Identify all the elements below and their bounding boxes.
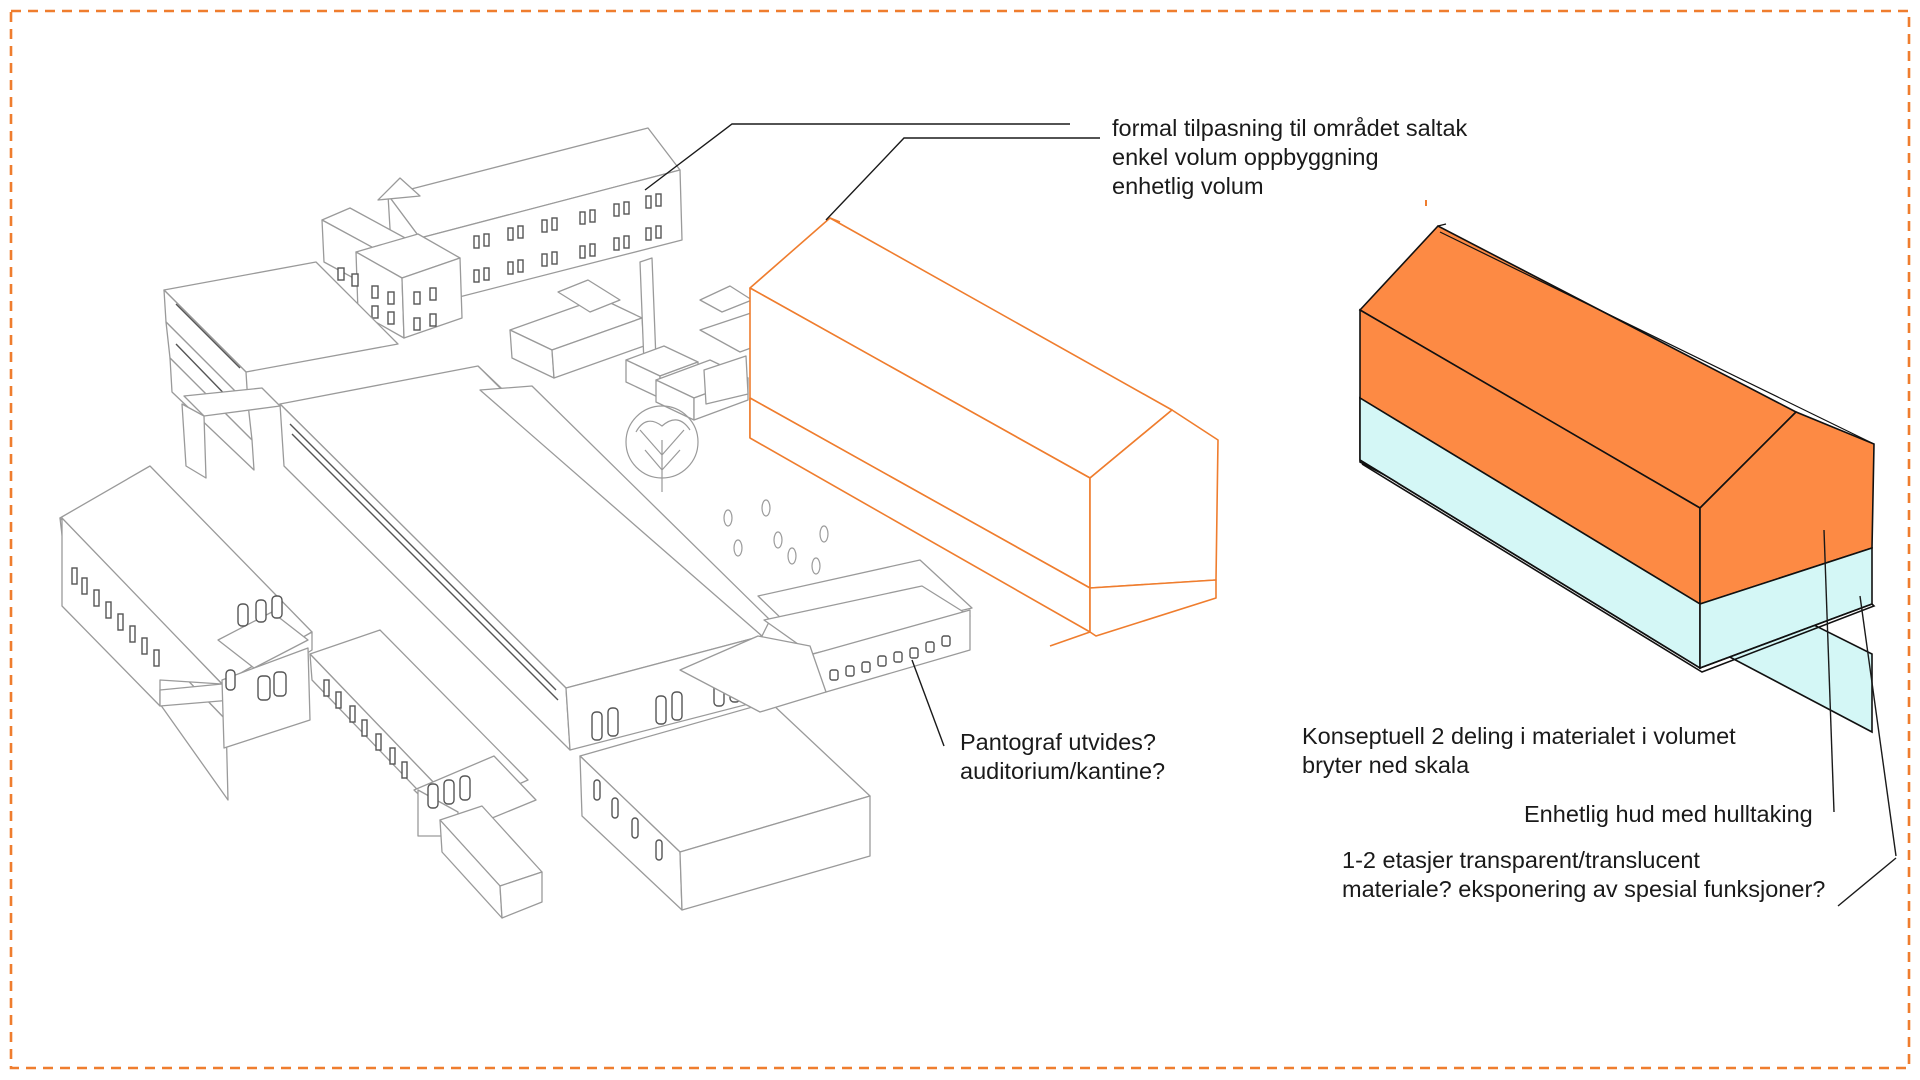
left-gabled-hall [59,465,313,801]
lower-wing [309,629,537,837]
annotation-skin: Enhetlig hud med hulltaking [1524,800,1813,829]
leader-lines [644,123,1897,907]
annotation-pantograf-line-2: auditorium/kantine? [960,758,1166,784]
context-buildings [59,127,973,919]
pantograf-wing [679,559,973,713]
annotation-pantograf-line-1: Pantograf utvides? [960,729,1156,755]
annotation-roof-line-2: enkel volum oppbyggning [1112,144,1379,170]
dashed-frame [9,9,1911,1070]
annotation-split: Konseptuell 2 deling i materialet i volu… [1302,722,1736,780]
annotation-floors-line-1: 1-2 etasjer transparent/translucent [1342,847,1700,873]
annotation-floors: 1-2 etasjer transparent/translucent mate… [1342,846,1825,904]
orange-gable [1699,411,1875,606]
annotation-roof: formal tilpasning til området saltak enk… [1112,114,1467,201]
main-hall [279,365,771,751]
annotation-roof-line-1: formal tilpasning til området saltak [1112,115,1468,141]
annotation-pantograf: Pantograf utvides? auditorium/kantine? [960,728,1165,786]
concept-model [1358,200,1876,734]
new-building-outline [749,217,1219,647]
tree [625,405,699,492]
left-wing [163,261,399,479]
annotation-skin-line-1: Enhetlig hud med hulltaking [1524,801,1813,827]
annotation-roof-line-3: enhetlig volum [1112,173,1264,199]
annotation-floors-line-2: materiale? eksponering av spesial funksj… [1342,876,1826,902]
small-trees [723,499,829,575]
annotation-split-line-1: Konseptuell 2 deling i materialet i volu… [1302,723,1736,749]
bottom-shed [439,805,543,919]
annotation-split-line-2: bryter ned skala [1302,752,1470,778]
lower-right-block [579,701,871,911]
